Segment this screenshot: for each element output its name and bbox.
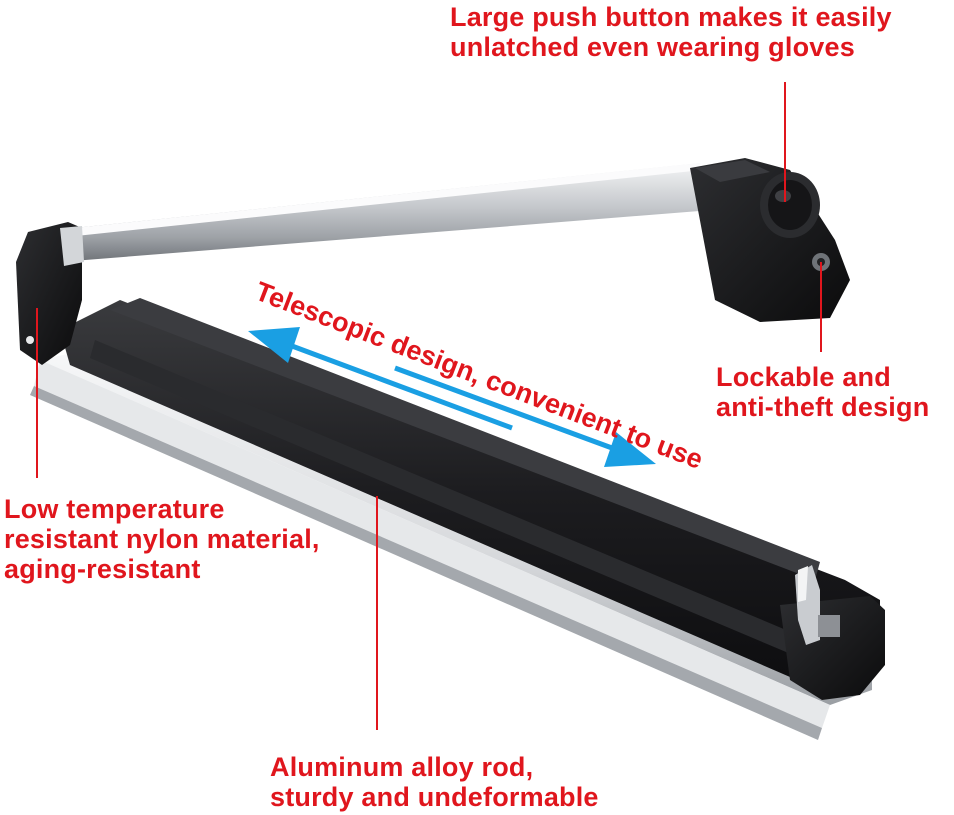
left-hinge-block [16,222,84,365]
callout-line: Lockable and [716,362,891,392]
lock-head [690,158,850,322]
callout-line: anti-theft design [716,392,930,422]
callout-line: sturdy and undeformable [270,782,599,812]
telescopic-arrows [248,327,656,467]
upper-aluminum-bar [55,163,712,262]
callout-aluminum: Aluminum alloy rod, sturdy and undeforma… [270,752,599,812]
leader-nylon [36,308,38,478]
arrow-left-icon [248,327,300,363]
callout-push-button: Large push button makes it easily unlatc… [450,2,892,62]
callout-line: aging-resistant [4,554,201,584]
push-button-icon [760,172,820,238]
arrow-right-icon [604,432,656,467]
front-end-cap [780,565,885,700]
callout-line: unlatched even wearing gloves [450,32,855,62]
callout-nylon: Low temperature resistant nylon material… [4,494,320,584]
callout-line: Large push button makes it easily [450,2,892,32]
callout-line: Aluminum alloy rod, [270,752,534,782]
lower-nylon-body [60,298,880,690]
callout-line: Low temperature [4,494,225,524]
callout-line: resistant nylon material, [4,524,320,554]
leader-lockable [820,262,822,352]
leader-push-button [784,82,786,202]
leader-aluminum [376,496,378,730]
callout-lockable: Lockable and anti-theft design [716,362,929,422]
